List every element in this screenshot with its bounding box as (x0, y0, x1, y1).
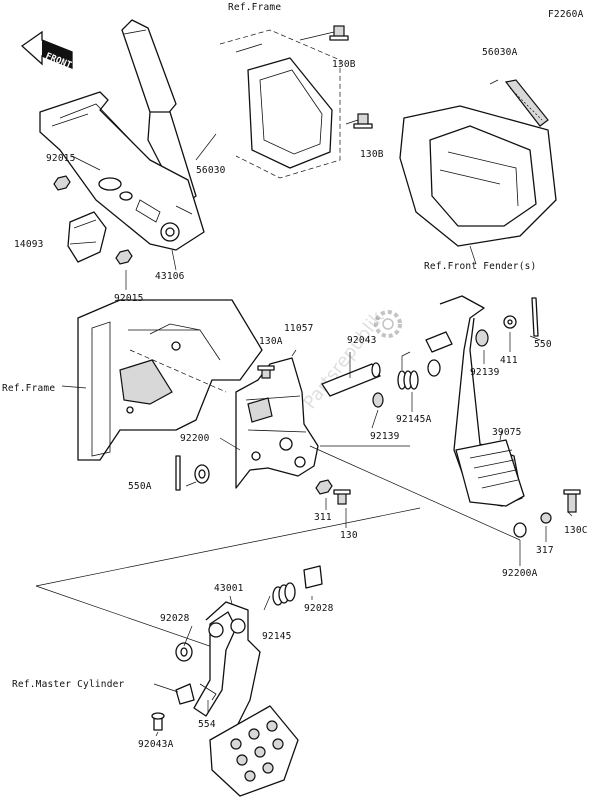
label-92200: 92200 (180, 433, 210, 444)
label-92200a: 92200A (502, 568, 538, 579)
label-ref-frame-top: Ref.Frame (228, 2, 282, 13)
label-92028-left: 92028 (160, 613, 190, 624)
collar-92139-right (475, 329, 489, 347)
cover-14093 (67, 211, 107, 263)
label-130: 130 (340, 530, 358, 541)
label-ref-master-cylinder: Ref.Master Cylinder (12, 679, 125, 690)
label-554: 554 (198, 719, 216, 730)
pedal-bracket-11057 (175, 349, 441, 505)
lever-bracket-43106 (39, 91, 205, 251)
label-92145a: 92145A (396, 414, 432, 425)
nut-311 (315, 479, 333, 495)
pin-550a (175, 455, 181, 491)
front-fender-reference (399, 105, 557, 247)
washer-92200a (513, 522, 527, 538)
lever-grip (121, 19, 177, 117)
label-550a: 550A (128, 481, 152, 492)
label-317: 317 (536, 545, 554, 556)
accelerator-pedal-39075 (425, 295, 581, 538)
label-92043a: 92043A (138, 739, 174, 750)
bolt-130b-upper (329, 25, 349, 41)
frame-bracket (219, 25, 373, 179)
label-92139-mid: 92139 (370, 431, 400, 442)
collar-92139-mid (372, 392, 384, 408)
label-92145: 92145 (262, 631, 292, 642)
label-39075: 39075 (492, 427, 522, 438)
brake-pedal-pad (209, 705, 299, 797)
hand-brake-lever-assembly (39, 19, 205, 265)
bolt-130 (333, 489, 351, 505)
label-311: 311 (314, 512, 332, 523)
label-43106: 43106 (155, 271, 185, 282)
nut-92015-upper (53, 175, 71, 191)
bushing-92028-right (303, 565, 323, 589)
nut-92015-lower (115, 249, 133, 265)
label-130b-upper: 130B (332, 59, 356, 70)
label-56030a: 56030A (482, 47, 518, 58)
bolt-130a (257, 365, 275, 379)
label-550: 550 (534, 339, 552, 350)
label-130b-lower: 130B (360, 149, 384, 160)
brake-pedal-43001 (151, 565, 323, 797)
pad-56030a (504, 79, 549, 127)
frame-reference-left (77, 299, 263, 461)
label-56030: 56030 (196, 165, 226, 176)
label-14093: 14093 (14, 239, 44, 250)
label-411: 411 (500, 355, 518, 366)
shaft-92043 (321, 363, 381, 397)
label-92139-right: 92139 (470, 367, 500, 378)
front-arrow-icon: FRONT (20, 30, 73, 71)
label-43001: 43001 (214, 583, 244, 594)
bolt-130b-lower (353, 113, 373, 129)
label-92015-upper: 92015 (46, 153, 76, 164)
cotter-pin-550 (531, 297, 539, 337)
label-130c: 130C (564, 525, 588, 536)
bolt-130c (563, 489, 581, 513)
label-92028-right: 92028 (304, 603, 334, 614)
spring-92145 (272, 582, 296, 606)
washer-317 (540, 512, 552, 524)
label-ref-front-fender: Ref.Front Fender(s) (424, 261, 537, 272)
spring-92145a (397, 351, 419, 390)
diagram-code: F2260A (548, 9, 584, 20)
label-92043: 92043 (347, 335, 377, 346)
label-130a: 130A (259, 336, 283, 347)
gear-logo-icon (374, 310, 402, 338)
label-92015-lower: 92015 (114, 293, 144, 304)
label-ref-frame-left: Ref.Frame (2, 383, 56, 394)
label-11057: 11057 (284, 323, 314, 334)
